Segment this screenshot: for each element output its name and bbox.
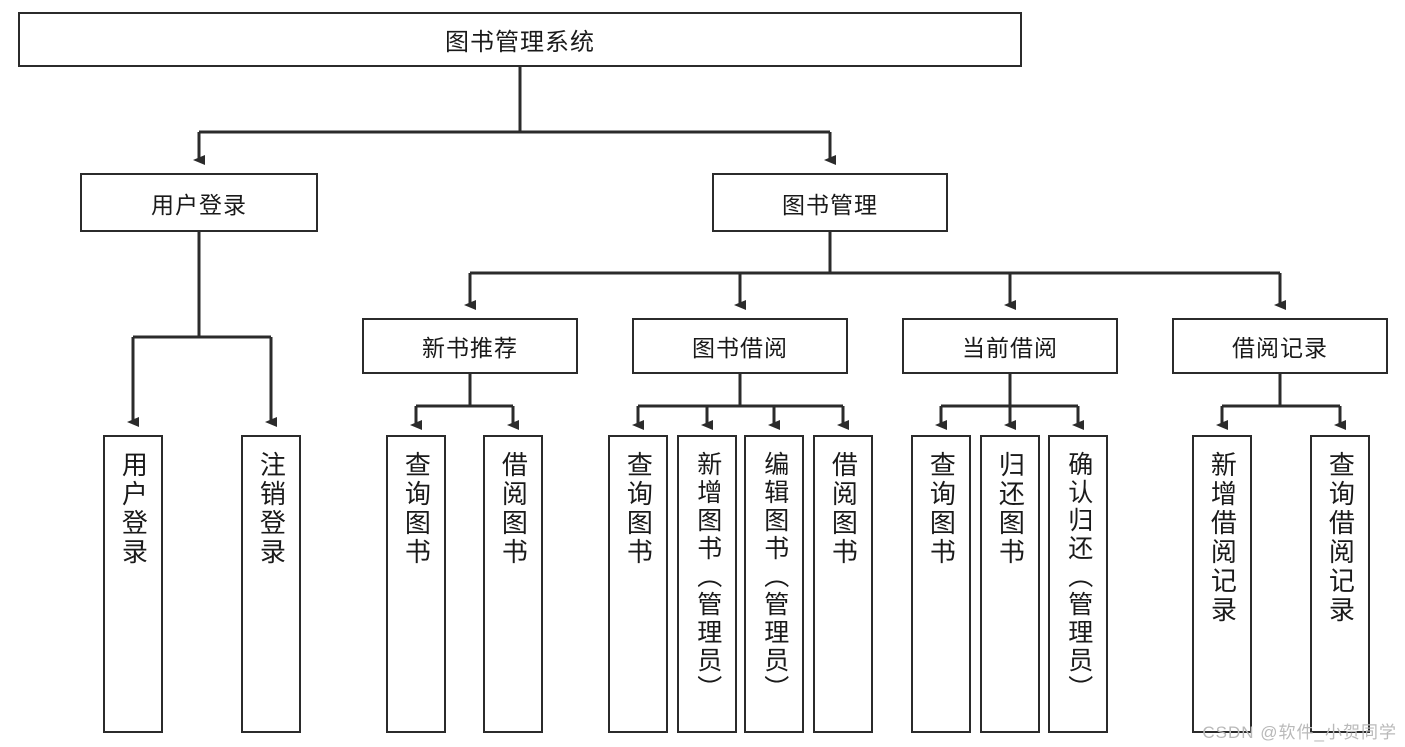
node-label: 借阅记录 — [1232, 335, 1328, 361]
leaf-borrow-add-book-admin[interactable]: 新增图书（管理员） — [677, 435, 737, 733]
node-label: 编辑图书（管理员） — [760, 451, 789, 703]
watermark: CSDN @软件_小贺同学 — [1202, 723, 1397, 742]
node-label: 归还图书 — [995, 451, 1026, 567]
node-root-system[interactable]: 图书管理系统 — [18, 12, 1022, 67]
node-label: 图书管理 — [782, 191, 878, 218]
node-label: 当前借阅 — [962, 335, 1058, 361]
node-borrow-record[interactable]: 借阅记录 — [1172, 318, 1388, 374]
leaf-user-login-signin[interactable]: 用户登录 — [103, 435, 163, 733]
node-label: 注销登录 — [256, 451, 287, 567]
node-label: 查询图书 — [623, 451, 654, 567]
leaf-current-query-book[interactable]: 查询图书 — [911, 435, 971, 733]
node-label: 用户登录 — [118, 451, 149, 567]
leaf-user-login-signout[interactable]: 注销登录 — [241, 435, 301, 733]
node-label: 新书推荐 — [422, 335, 518, 361]
node-label: 新增借阅记录 — [1207, 451, 1238, 625]
node-label: 借阅图书 — [828, 451, 859, 567]
leaf-current-confirm-return-admin[interactable]: 确认归还（管理员） — [1048, 435, 1108, 733]
node-label: 查询借阅记录 — [1325, 451, 1356, 625]
node-label: 确认归还（管理员） — [1064, 451, 1093, 703]
leaf-recommend-borrow-book[interactable]: 借阅图书 — [483, 435, 543, 733]
node-current-borrow[interactable]: 当前借阅 — [902, 318, 1118, 374]
node-label: 图书管理系统 — [445, 29, 595, 56]
leaf-borrow-borrow-book[interactable]: 借阅图书 — [813, 435, 873, 733]
node-label: 查询图书 — [401, 451, 432, 567]
leaf-borrow-query-book[interactable]: 查询图书 — [608, 435, 668, 733]
node-label: 借阅图书 — [498, 451, 529, 567]
node-label: 用户登录 — [151, 191, 247, 218]
leaf-borrow-edit-book-admin[interactable]: 编辑图书（管理员） — [744, 435, 804, 733]
node-book-borrow[interactable]: 图书借阅 — [632, 318, 848, 374]
leaf-record-add-record[interactable]: 新增借阅记录 — [1192, 435, 1252, 733]
node-label: 新增图书（管理员） — [693, 451, 722, 703]
node-book-management[interactable]: 图书管理 — [712, 173, 948, 232]
leaf-current-return-book[interactable]: 归还图书 — [980, 435, 1040, 733]
leaf-record-query-record[interactable]: 查询借阅记录 — [1310, 435, 1370, 733]
node-label: 图书借阅 — [692, 335, 788, 361]
leaf-recommend-query-book[interactable]: 查询图书 — [386, 435, 446, 733]
node-user-login[interactable]: 用户登录 — [80, 173, 318, 232]
node-new-book-recommend[interactable]: 新书推荐 — [362, 318, 578, 374]
node-label: 查询图书 — [926, 451, 957, 567]
